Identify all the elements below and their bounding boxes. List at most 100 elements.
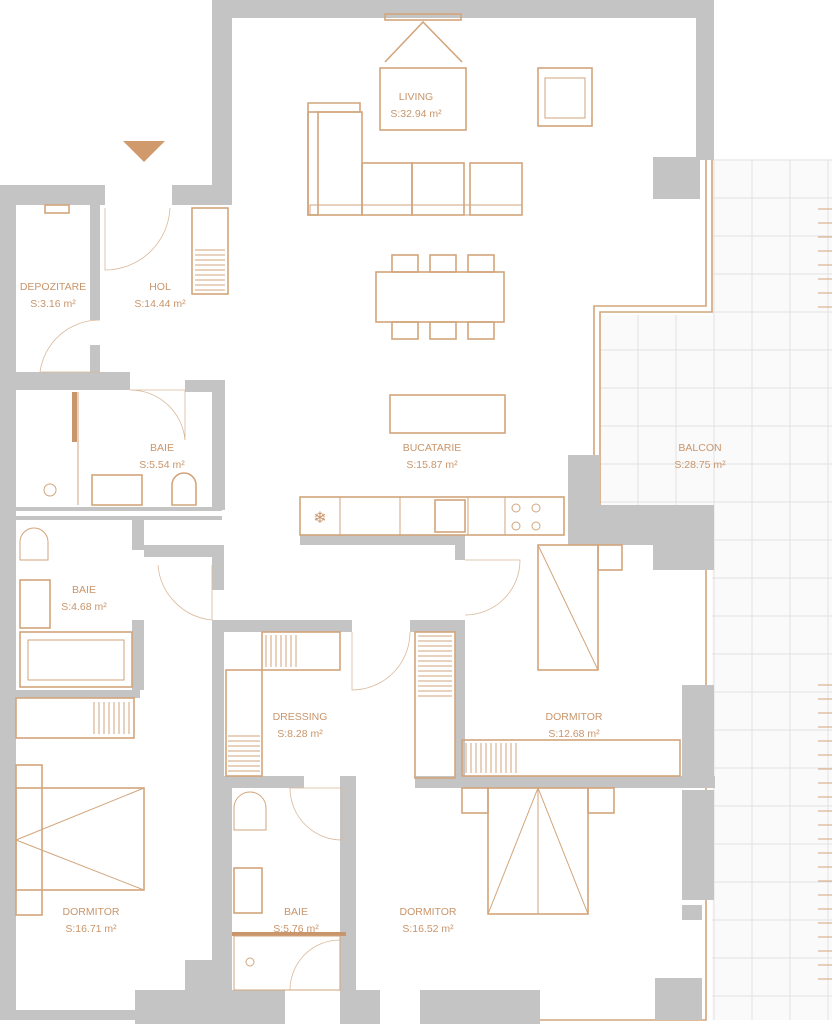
room-area: S:32.94 m² bbox=[390, 108, 442, 120]
nightstand bbox=[587, 787, 615, 814]
wardrobe bbox=[414, 631, 456, 779]
room-area: S:16.52 m² bbox=[402, 923, 454, 935]
dining-chair bbox=[429, 254, 457, 273]
wall-segment bbox=[410, 620, 460, 632]
wardrobe bbox=[225, 669, 263, 777]
bathtub-inner bbox=[27, 639, 125, 681]
washbasin bbox=[91, 474, 143, 506]
wall-segment bbox=[90, 205, 100, 320]
wall-segment bbox=[682, 685, 714, 780]
tv bbox=[384, 13, 462, 21]
dining-table bbox=[375, 271, 505, 323]
wall-segment bbox=[455, 620, 465, 780]
armchair bbox=[537, 67, 593, 127]
wall-segment bbox=[0, 185, 16, 1020]
nightstand bbox=[461, 787, 489, 814]
room-name: DEPOZITARE bbox=[20, 281, 86, 293]
room-name: BAIE bbox=[72, 584, 96, 596]
wall-segment bbox=[212, 0, 232, 205]
snowflake-icon: ❄ bbox=[313, 510, 326, 527]
furniture: ❄ bbox=[15, 13, 681, 991]
wall-segment bbox=[212, 620, 224, 960]
wall-segment bbox=[682, 905, 702, 920]
wall-segment bbox=[415, 776, 715, 788]
sofa-section bbox=[361, 162, 413, 216]
armchair-seat bbox=[544, 77, 586, 119]
dining-chair bbox=[467, 321, 495, 340]
wall-segment bbox=[224, 776, 304, 788]
kitchen-sink bbox=[434, 499, 466, 533]
sofa-section bbox=[469, 162, 523, 216]
sofa-back bbox=[309, 204, 523, 216]
rug bbox=[379, 67, 467, 131]
room-area: S:5.54 m² bbox=[139, 459, 185, 471]
wall-segment bbox=[655, 978, 702, 1020]
sofa-section bbox=[307, 111, 363, 216]
dining-chair bbox=[429, 321, 457, 340]
room-name: BAIE bbox=[150, 442, 174, 454]
wall-segment bbox=[212, 380, 225, 510]
triangle-down-icon bbox=[123, 141, 165, 162]
wall-segment bbox=[340, 776, 356, 1021]
headboard bbox=[15, 764, 43, 916]
wall-segment bbox=[10, 507, 222, 511]
wall-segment bbox=[696, 0, 714, 160]
wall-segment bbox=[212, 0, 714, 18]
wall-segment bbox=[212, 620, 352, 632]
wall-segment bbox=[300, 535, 460, 545]
room-area: S:14.44 m² bbox=[134, 298, 186, 310]
wall-segment bbox=[0, 372, 130, 390]
wardrobe bbox=[15, 697, 135, 739]
shower-glass bbox=[72, 392, 77, 442]
wardrobe bbox=[261, 631, 341, 671]
room-name: BALCON bbox=[678, 442, 721, 454]
wall-segment bbox=[172, 185, 232, 205]
room-area: S:28.75 m² bbox=[674, 459, 726, 471]
dining-chair bbox=[391, 254, 419, 273]
washbasin bbox=[19, 579, 51, 629]
fixture bbox=[531, 503, 541, 513]
wall-segment bbox=[568, 505, 714, 545]
wall-segment bbox=[653, 157, 700, 199]
fixture bbox=[43, 483, 57, 497]
bathtub bbox=[19, 631, 133, 688]
balcony-area bbox=[540, 159, 832, 1021]
wall-segment bbox=[568, 455, 600, 510]
shower bbox=[233, 935, 341, 991]
wall-segment bbox=[10, 516, 222, 520]
dining-chair bbox=[467, 254, 495, 273]
kitchen-counter bbox=[299, 496, 565, 536]
bed bbox=[487, 787, 589, 915]
wall-segment bbox=[0, 690, 140, 698]
room-area: S:12.68 m² bbox=[548, 728, 600, 740]
room-name: DORMITOR bbox=[400, 906, 457, 918]
kitchen-island bbox=[389, 394, 506, 434]
room-name: HOL bbox=[149, 281, 171, 293]
wall-segment bbox=[0, 185, 105, 205]
fixture bbox=[511, 503, 521, 513]
fixture bbox=[511, 521, 521, 531]
walls bbox=[0, 0, 715, 1024]
wall-segment bbox=[455, 535, 465, 560]
room-name: DRESSING bbox=[273, 711, 328, 723]
room-area: S:16.71 m² bbox=[65, 923, 117, 935]
wall-segment bbox=[340, 990, 380, 1024]
wall-segment bbox=[144, 545, 224, 557]
bed bbox=[15, 787, 145, 891]
wall-segment bbox=[132, 520, 144, 550]
shower-glass bbox=[232, 932, 346, 936]
fixture bbox=[531, 521, 541, 531]
washbasin bbox=[233, 867, 263, 914]
room-name: BAIE bbox=[284, 906, 308, 918]
wall-segment bbox=[224, 776, 232, 1021]
sofa-section bbox=[411, 162, 465, 216]
wall-segment bbox=[185, 960, 225, 990]
room-area: S:8.28 m² bbox=[277, 728, 323, 740]
room-name: DORMITOR bbox=[63, 906, 120, 918]
room-area: S:4.68 m² bbox=[61, 601, 107, 613]
wardrobe bbox=[461, 739, 681, 777]
wall-segment bbox=[0, 1010, 135, 1020]
fixture bbox=[245, 957, 255, 967]
